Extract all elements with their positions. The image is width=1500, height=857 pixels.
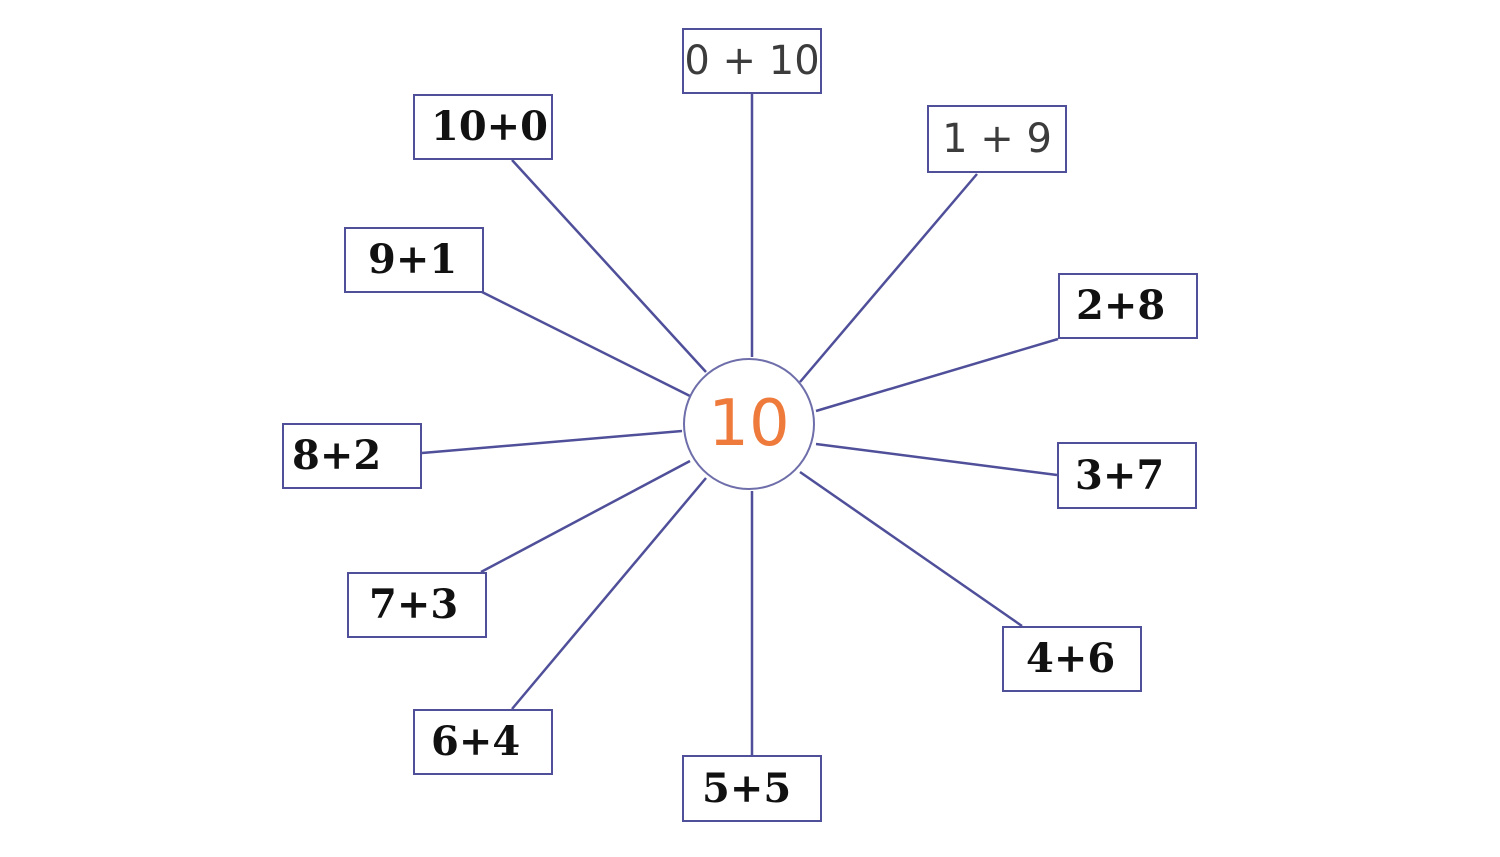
expression-box-6-plus-4: 6+4 bbox=[413, 709, 553, 775]
expression-label: 1 + 9 bbox=[942, 116, 1052, 162]
expression-label: 4+6 bbox=[1026, 635, 1116, 682]
expression-box-2-plus-8: 2+8 bbox=[1058, 273, 1198, 339]
center-number-circle: 10 bbox=[683, 358, 815, 490]
spoke-7 bbox=[480, 459, 691, 574]
spoke-9 bbox=[481, 290, 691, 398]
expression-label: 5+5 bbox=[702, 764, 792, 812]
expression-label: 7+3 bbox=[369, 581, 459, 628]
expression-box-3-plus-7: 3+7 bbox=[1057, 442, 1197, 509]
expression-box-8-plus-2: 8+2 bbox=[282, 423, 422, 489]
expression-box-5-plus-5: 5+5 bbox=[682, 755, 822, 822]
spoke-1 bbox=[799, 173, 978, 383]
expression-box-1-plus-9: 1 + 9 bbox=[927, 105, 1067, 173]
expression-label: 8+2 bbox=[292, 432, 382, 479]
expression-box-9-plus-1: 9+1 bbox=[344, 227, 484, 293]
expression-box-7-plus-3: 7+3 bbox=[347, 572, 487, 638]
center-number: 10 bbox=[708, 387, 790, 461]
expression-box-0-plus-10: 0 + 10 bbox=[682, 28, 822, 94]
spoke-2 bbox=[815, 337, 1059, 413]
expression-box-4-plus-6: 4+6 bbox=[1002, 626, 1142, 692]
spoke-3 bbox=[815, 442, 1058, 477]
spoke-4 bbox=[799, 470, 1023, 628]
spoke-10 bbox=[511, 159, 707, 373]
expression-label: 6+4 bbox=[431, 718, 521, 765]
expression-label: 0 + 10 bbox=[684, 38, 820, 84]
expression-label: 10+0 bbox=[431, 103, 549, 150]
expression-label: 3+7 bbox=[1075, 451, 1165, 499]
expression-box-10-plus-0: 10+0 bbox=[413, 94, 553, 160]
spoke-8 bbox=[421, 429, 683, 455]
spoke-6 bbox=[511, 477, 707, 710]
expression-label: 2+8 bbox=[1076, 282, 1166, 329]
expression-label: 9+1 bbox=[368, 236, 458, 283]
